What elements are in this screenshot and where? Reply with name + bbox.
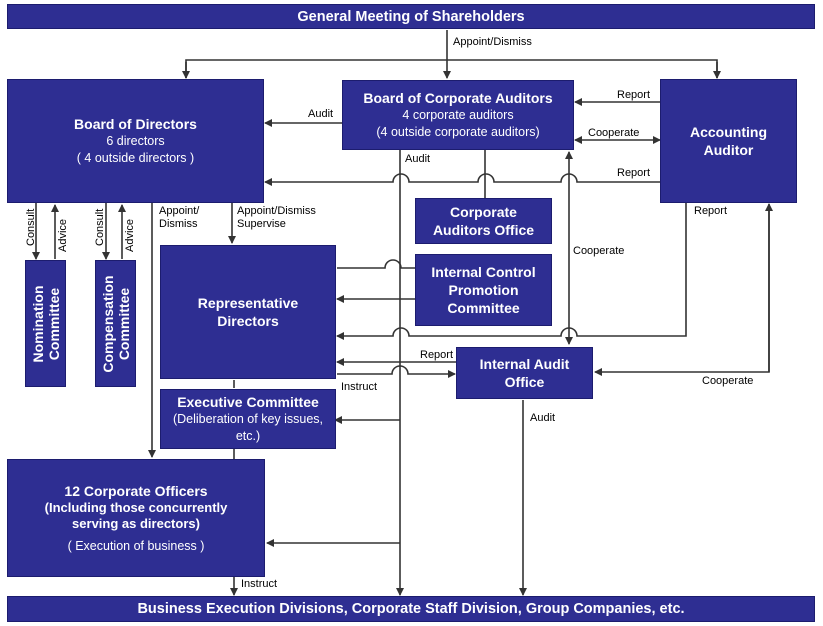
officers-line3: ( Execution of business ) <box>67 538 205 553</box>
label-advice-nomination: Advice <box>57 218 69 252</box>
label-supervise: Supervise <box>237 218 286 230</box>
label-report-board: Report <box>617 167 651 179</box>
label-instruct-internal-audit: Instruct <box>341 381 378 393</box>
compensation-committee: Compensation Committee <box>95 260 136 387</box>
nomination-line1: Nomination <box>29 285 46 362</box>
label-appoint-dismiss-top: Appoint/Dismiss <box>453 36 532 48</box>
executive-line2: etc.) <box>235 429 261 443</box>
label-report-auditors: Report <box>617 89 651 101</box>
label-consult-nomination: Consult <box>25 208 37 246</box>
label-audit-internal: Audit <box>530 412 556 424</box>
internal-control-line2: Promotion <box>448 282 519 298</box>
label-report-representative: Report <box>694 205 728 217</box>
nomination-line2: Committee <box>45 287 62 360</box>
corporate-auditors-office: Corporate Auditors Office <box>415 198 552 244</box>
compensation-line1: Compensation <box>99 274 116 373</box>
label-consult-compensation: Consult <box>94 208 106 246</box>
accounting-auditor-line2: Auditor <box>703 142 754 158</box>
internal-control-line1: Internal Control <box>431 264 536 280</box>
board-directors-title: Board of Directors <box>74 116 197 132</box>
label-cooperate-internal: Cooperate <box>573 245 625 257</box>
corporate-officers: 12 Corporate Officers (Including those c… <box>7 459 265 577</box>
representative-directors: Representative Directors <box>160 245 336 379</box>
accounting-auditor: Accounting Auditor <box>660 79 797 203</box>
board-auditors-title: Board of Corporate Auditors <box>363 90 553 106</box>
label-appoint: Appoint/ <box>159 205 200 217</box>
board-of-corporate-auditors: Board of Corporate Auditors 4 corporate … <box>342 80 574 150</box>
compensation-line2: Committee <box>115 287 132 360</box>
label-audit-down: Audit <box>405 153 431 165</box>
label-dismiss: Dismiss <box>159 218 198 230</box>
accounting-auditor-line1: Accounting <box>690 124 767 140</box>
shareholders-title: General Meeting of Shareholders <box>297 8 525 25</box>
officers-line1: (Including those concurrently <box>44 499 228 515</box>
board-directors-count: 6 directors <box>106 134 165 148</box>
board-directors-outside: ( 4 outside directors ) <box>76 151 195 165</box>
internal-audit-line1: Internal Audit <box>479 356 570 372</box>
executive-line1: (Deliberation of key issues, <box>172 412 324 426</box>
nomination-committee: Nomination Committee <box>25 260 66 387</box>
executive-committee: Executive Committee (Deliberation of key… <box>160 389 336 449</box>
internal-audit-line2: Office <box>504 374 545 390</box>
label-appoint-dismiss-rep: Appoint/Dismiss <box>237 205 316 217</box>
internal-control-line3: Committee <box>447 300 520 316</box>
officers-title: 12 Corporate Officers <box>64 482 208 499</box>
shareholders-banner: General Meeting of Shareholders <box>7 4 815 29</box>
business-divisions-title: Business Execution Divisions, Corporate … <box>137 601 685 617</box>
officers-line2: serving as directors) <box>72 515 200 531</box>
board-auditors-outside: (4 outside corporate auditors) <box>376 125 540 139</box>
executive-title: Executive Committee <box>177 394 319 410</box>
representative-line1: Representative <box>197 295 299 311</box>
business-divisions-banner: Business Execution Divisions, Corporate … <box>7 596 815 622</box>
auditors-office-line1: Corporate <box>450 204 517 220</box>
label-cooperate-accounting-internal: Cooperate <box>702 375 754 387</box>
label-instruct-officers: Instruct <box>241 578 278 590</box>
board-auditors-count: 4 corporate auditors <box>402 108 514 122</box>
label-report-internal-audit: Report <box>420 349 454 361</box>
representative-line2: Directors <box>217 313 279 329</box>
auditors-office-line2: Auditors Office <box>432 222 535 238</box>
label-audit-board: Audit <box>308 108 334 120</box>
label-advice-compensation: Advice <box>124 218 136 252</box>
internal-audit-office: Internal Audit Office <box>456 347 593 399</box>
label-cooperate-accounting: Cooperate <box>588 127 640 139</box>
board-of-directors: Board of Directors 6 directors ( 4 outsi… <box>7 79 264 203</box>
internal-control-committee: Internal Control Promotion Committee <box>415 254 552 326</box>
